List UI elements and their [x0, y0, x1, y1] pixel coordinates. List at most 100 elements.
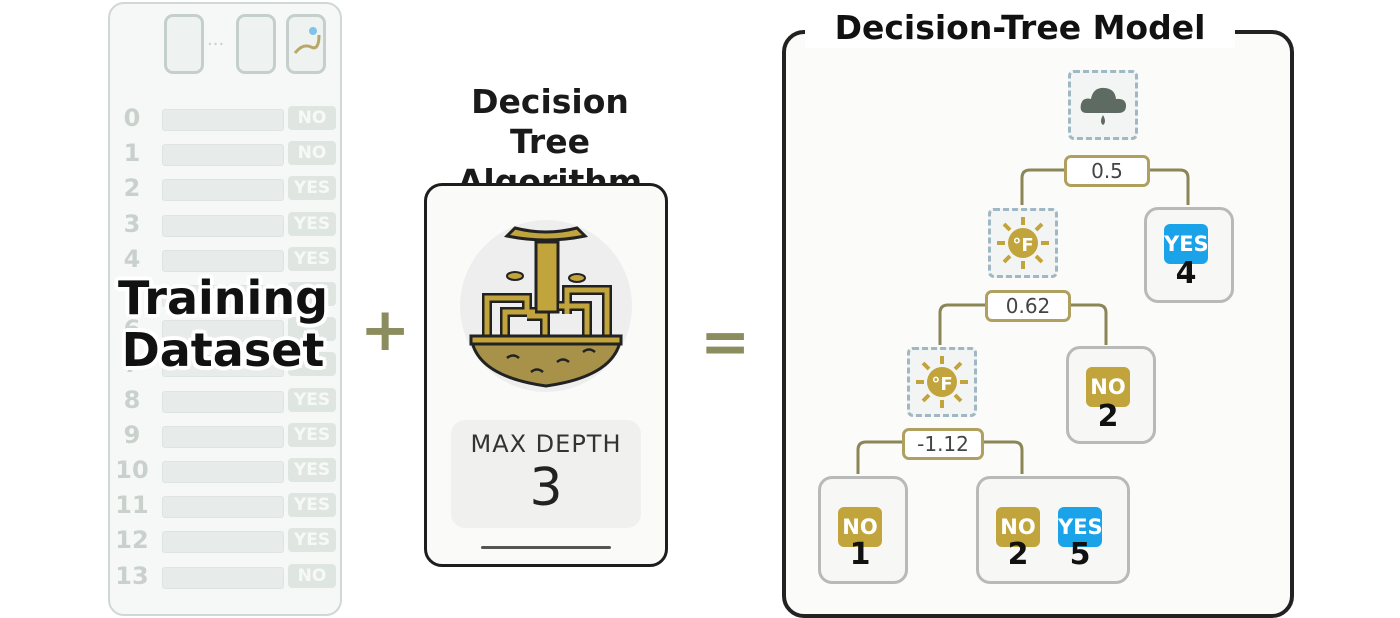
- feature-column-icon: [164, 14, 204, 74]
- row-index: 12: [115, 526, 149, 555]
- row-features: [162, 566, 284, 589]
- row-index: 5: [123, 280, 141, 308]
- class-tag-no: NO: [838, 507, 882, 547]
- row-features: [162, 249, 284, 272]
- sun-fahrenheit-icon: °F: [997, 217, 1049, 269]
- class-tag-yes: YES: [1058, 507, 1103, 547]
- row-label: YES: [288, 422, 336, 447]
- model-title: Decision-Tree Model: [805, 8, 1235, 48]
- row-label: YES: [288, 493, 336, 518]
- row-features: [162, 496, 284, 519]
- class-tag-no: NO: [1086, 367, 1130, 407]
- ellipsis: ···: [207, 34, 225, 55]
- title-line: Dataset: [121, 323, 325, 377]
- node2-feature-node: °F: [988, 208, 1058, 278]
- class-tag-no: NO: [996, 507, 1040, 547]
- training-dataset-title: Training Dataset: [88, 272, 358, 376]
- map-label-icon: [286, 14, 326, 74]
- row-label: YES: [288, 246, 336, 271]
- row-label: NO: [288, 563, 336, 588]
- leaf-count: 2: [1007, 537, 1029, 572]
- row-index: 9: [123, 420, 141, 449]
- title-line: Training: [117, 271, 328, 325]
- root-threshold: 0.5: [1064, 155, 1150, 187]
- row-index: 1: [123, 139, 141, 168]
- root-feature-node: [1068, 70, 1138, 140]
- leaf-count: 4: [1175, 256, 1197, 291]
- leaf-count: 1: [849, 537, 871, 572]
- row-label: NO: [288, 106, 336, 130]
- dataset-row: 13 NO: [110, 560, 340, 592]
- svg-text:°F: °F: [931, 374, 952, 395]
- class-tag-yes: YES: [1164, 224, 1209, 264]
- dataset-row: 5: [110, 278, 340, 310]
- row-features: [162, 285, 284, 307]
- dataset-row: 4 YES: [110, 243, 340, 275]
- dataset-row: 7: [110, 348, 340, 380]
- row-features: [162, 425, 284, 448]
- row-features: [162, 320, 284, 343]
- cloud-rain-icon: [1080, 87, 1126, 125]
- dataset-row: 8 YES: [110, 384, 340, 416]
- row-index: 10: [115, 456, 149, 484]
- row-index: 6: [123, 315, 141, 344]
- row-index: 2: [123, 174, 141, 203]
- leaf-node3-right: NO 2 YES 5: [976, 476, 1130, 584]
- node3-feature-node: °F: [907, 347, 977, 417]
- dataset-row: 10 YES: [110, 454, 340, 486]
- svg-text:°F: °F: [1012, 235, 1033, 256]
- dataset-row: 0 NO: [110, 102, 340, 134]
- row-label: YES: [288, 387, 336, 412]
- feature-column-icon: [236, 14, 276, 74]
- row-index: 0: [123, 104, 141, 132]
- row-features: [162, 109, 284, 131]
- row-features: [162, 531, 284, 554]
- tree-island-icon: [460, 220, 632, 392]
- dataset-row: 1 NO: [110, 137, 340, 169]
- leaf-count: 5: [1069, 537, 1091, 572]
- node2-threshold: 0.62: [985, 290, 1071, 322]
- row-index: 8: [123, 385, 141, 414]
- row-index: 7: [123, 350, 141, 379]
- row-label: [288, 317, 336, 342]
- row-features: [162, 390, 284, 413]
- row-index: 13: [115, 561, 149, 590]
- max-depth-value: 3: [529, 458, 563, 518]
- row-features: [162, 179, 284, 202]
- algorithm-card: MAX DEPTH 3: [424, 183, 668, 567]
- row-index: 3: [123, 209, 141, 238]
- equals-operator: =: [700, 307, 751, 377]
- title-line: Tree: [510, 122, 590, 161]
- node3-threshold: -1.12: [902, 428, 984, 460]
- row-label: YES: [288, 176, 336, 201]
- plus-operator: +: [360, 295, 411, 365]
- row-index: 4: [123, 244, 141, 273]
- row-label: [288, 282, 336, 306]
- dataset-row: 6: [110, 313, 340, 345]
- row-label: YES: [288, 528, 336, 553]
- max-depth-parameter: MAX DEPTH 3: [451, 420, 641, 528]
- dataset-row: 11 YES: [110, 489, 340, 521]
- row-features: [162, 355, 284, 378]
- row-features: [162, 214, 284, 237]
- row-features: [162, 461, 284, 483]
- dataset-row: 2 YES: [110, 172, 340, 204]
- card-divider: [481, 546, 611, 549]
- leaf-count: 2: [1097, 399, 1119, 434]
- title-line: Decision: [471, 82, 629, 121]
- row-label: NO: [288, 141, 336, 166]
- dataset-row: 3 YES: [110, 208, 340, 240]
- row-label: [288, 352, 336, 377]
- sun-fahrenheit-icon: °F: [916, 356, 968, 408]
- row-label: YES: [288, 211, 336, 236]
- dataset-row: 12 YES: [110, 524, 340, 556]
- row-features: [162, 144, 284, 167]
- row-label: YES: [288, 458, 336, 482]
- leaf-node3-left: NO 1: [818, 476, 908, 584]
- leaf-root-right: YES 4: [1144, 207, 1234, 303]
- leaf-node2-right: NO 2: [1066, 346, 1156, 444]
- dataset-row: 9 YES: [110, 419, 340, 451]
- row-index: 11: [115, 491, 149, 520]
- max-depth-label: MAX DEPTH: [470, 430, 622, 458]
